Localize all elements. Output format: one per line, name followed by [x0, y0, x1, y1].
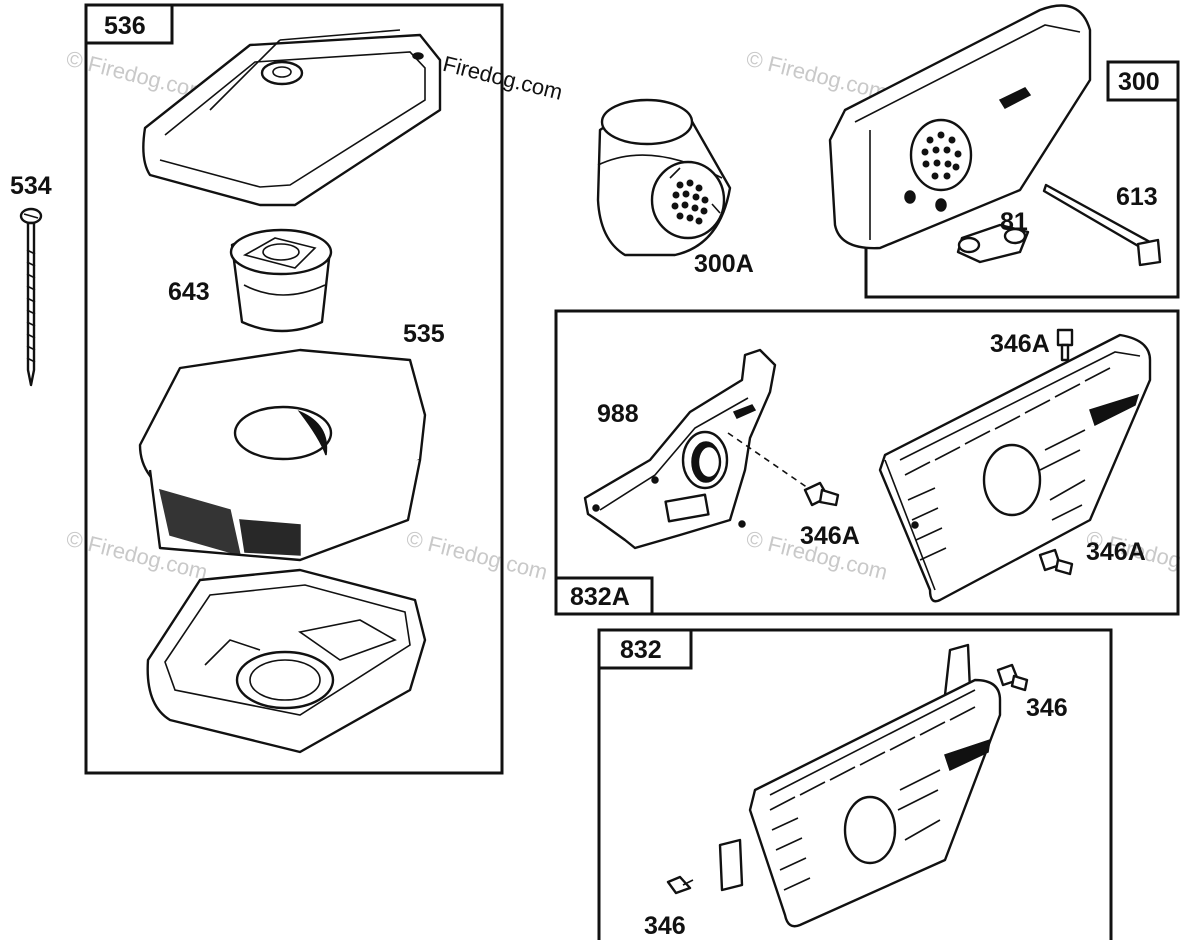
- screw-346-right: [996, 663, 1029, 692]
- screw-346A-top: [1056, 328, 1074, 362]
- heat-shield-bracket-988: [583, 348, 777, 550]
- leader-dashed: [727, 432, 809, 489]
- callout-535: 535: [403, 320, 445, 348]
- watermark: © Firedog.com: [744, 46, 890, 105]
- box-label-832A: 832A: [570, 583, 630, 611]
- callout-534: 534: [10, 172, 52, 200]
- box-tag-832A: [554, 576, 654, 616]
- heat-shield-832A: [878, 333, 1152, 603]
- muffler-300A: [596, 98, 732, 257]
- callout-643: 643: [168, 278, 210, 306]
- callout-346A-mid: 346A: [800, 522, 860, 550]
- box-label-300: 300: [1118, 68, 1160, 96]
- callout-613: 613: [1116, 183, 1158, 211]
- screw-346A-right: [1038, 548, 1074, 576]
- filter-element-535: [138, 348, 427, 562]
- callout-988: 988: [597, 400, 639, 428]
- callout-346A-top: 346A: [990, 330, 1050, 358]
- group-box-536: [84, 3, 504, 775]
- screw-346A-mid: [803, 481, 840, 507]
- callout-300A: 300A: [694, 250, 754, 278]
- callout-346A-right: 346A: [1086, 538, 1146, 566]
- screw-346-bottom: [666, 875, 694, 895]
- group-box-832: [597, 628, 1113, 940]
- watermark: © Firedog.com: [404, 526, 550, 585]
- box-tag-536: [84, 3, 174, 45]
- insert-643: [229, 228, 333, 333]
- air-cleaner-cover-536: [142, 29, 442, 207]
- air-cleaner-base: [146, 568, 427, 754]
- callout-346-right: 346: [1026, 694, 1068, 722]
- bolt-613: [1042, 183, 1162, 267]
- callout-81: 81: [1000, 208, 1028, 236]
- box-label-536: 536: [104, 12, 146, 40]
- callout-346-bottom: 346: [644, 912, 686, 940]
- screw-534: [19, 207, 43, 387]
- group-box-832A: [554, 309, 1180, 616]
- box-label-832: 832: [620, 636, 662, 664]
- gasket-81: [956, 223, 1030, 264]
- heat-shield-832: [718, 643, 1002, 928]
- box-tag-832: [597, 628, 693, 670]
- box-tag-300: [1106, 60, 1180, 102]
- muffler-300: [828, 4, 1092, 250]
